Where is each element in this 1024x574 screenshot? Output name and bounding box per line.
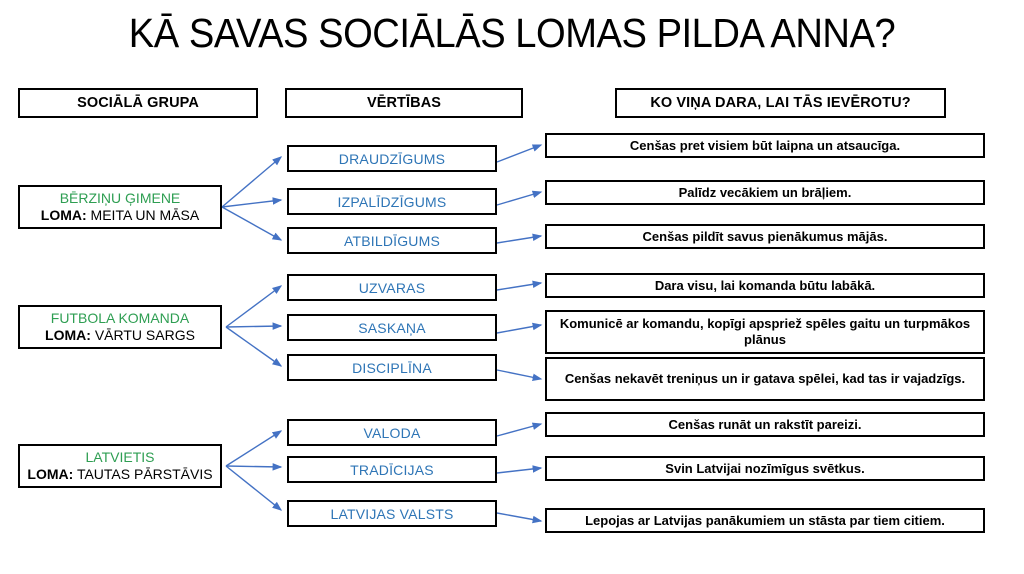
action-text-3-3: Lepojas ar Latvijas panākumiem un stāsta…: [585, 512, 945, 528]
action-box-3-1[interactable]: Cenšas runāt un rakstīt pareizi.: [545, 412, 985, 437]
value-label-2-3: DISCIPLĪNA: [352, 359, 432, 376]
value-box-2-1[interactable]: UZVARAS: [287, 274, 497, 301]
value-label-3-2: TRADĪCIJAS: [350, 461, 434, 478]
social-group-name-2: FUTBOLA KOMANDA: [50, 310, 190, 326]
column-header-actions-label: KO VIŅA DARA, LAI TĀS IEVĒROTU?: [650, 95, 911, 111]
value-label-2-1: UZVARAS: [358, 279, 426, 296]
action-text-1-2: Palīdz vecākiem un brāļiem.: [678, 184, 852, 200]
column-header-actions: KO VIŅA DARA, LAI TĀS IEVĒROTU?: [615, 88, 946, 118]
value-box-1-3[interactable]: ATBILDĪGUMS: [287, 227, 497, 254]
role-value-3: TAUTAS PĀRSTĀVIS: [73, 466, 213, 482]
action-box-2-2[interactable]: Komunicē ar komandu, kopīgi apspriež spē…: [545, 310, 985, 354]
role-label-2: LOMA:: [45, 327, 91, 343]
value-box-2-3[interactable]: DISCIPLĪNA: [287, 354, 497, 381]
social-group-role-2: LOMA: VĀRTU SARGS: [45, 327, 195, 344]
action-text-2-3: Cenšas nekavēt treniņus un ir gatava spē…: [564, 371, 966, 386]
value-box-1-1[interactable]: DRAUDZĪGUMS: [287, 145, 497, 172]
column-header-values: VĒRTĪBAS: [285, 88, 523, 118]
social-group-name-1: BĒRZIŅU ĢIMENE: [59, 190, 181, 206]
value-label-1-2: IZPALĪDZĪGUMS: [337, 193, 447, 210]
role-value-2: VĀRTU SARGS: [90, 327, 195, 343]
action-text-2-2: Komunicē ar komandu, kopīgi apspriež spē…: [559, 316, 971, 347]
social-group-role-1: LOMA: MEITA UN MĀSA: [41, 207, 199, 224]
role-value-1: MEITA UN MĀSA: [86, 207, 200, 223]
social-group-box-3[interactable]: LATVIETIS LOMA: TAUTAS PĀRSTĀVIS: [18, 444, 222, 488]
action-text-1-1: Cenšas pret visiem būt laipna un atsaucī…: [629, 137, 901, 153]
page-title: KĀ SAVAS SOCIĀLĀS LOMAS PILDA ANNA?: [128, 10, 896, 56]
column-header-social-group-label: SOCIĀLĀ GRUPA: [77, 95, 199, 111]
value-label-2-2: SASKAŅA: [358, 319, 426, 336]
social-group-box-2[interactable]: FUTBOLA KOMANDA LOMA: VĀRTU SARGS: [18, 305, 222, 349]
column-header-values-label: VĒRTĪBAS: [366, 95, 442, 111]
action-text-3-2: Svin Latvijai nozīmīgus svētkus.: [665, 460, 865, 476]
action-box-3-2[interactable]: Svin Latvijai nozīmīgus svētkus.: [545, 456, 985, 481]
social-group-box-1[interactable]: BĒRZIŅU ĢIMENE LOMA: MEITA UN MĀSA: [18, 185, 222, 229]
action-box-2-1[interactable]: Dara visu, lai komanda būtu labākā.: [545, 273, 985, 298]
action-box-1-1[interactable]: Cenšas pret visiem būt laipna un atsaucī…: [545, 133, 985, 158]
action-box-1-2[interactable]: Palīdz vecākiem un brāļiem.: [545, 180, 985, 205]
value-label-1-1: DRAUDZĪGUMS: [338, 150, 446, 167]
value-box-2-2[interactable]: SASKAŅA: [287, 314, 497, 341]
value-box-3-2[interactable]: TRADĪCIJAS: [287, 456, 497, 483]
value-label-1-3: ATBILDĪGUMS: [343, 232, 441, 249]
role-label-1: LOMA:: [40, 207, 87, 223]
action-box-2-3[interactable]: Cenšas nekavēt treniņus un ir gatava spē…: [545, 357, 985, 401]
action-text-1-3: Cenšas pildīt savus pienākumus mājās.: [642, 228, 888, 244]
action-text-3-1: Cenšas runāt un rakstīt pareizi.: [668, 416, 862, 432]
value-box-3-3[interactable]: LATVIJAS VALSTS: [287, 500, 497, 527]
action-text-2-1: Dara visu, lai komanda būtu labākā.: [654, 277, 876, 293]
role-label-3: LOMA:: [27, 466, 74, 482]
value-box-3-1[interactable]: VALODA: [287, 419, 497, 446]
action-box-1-3[interactable]: Cenšas pildīt savus pienākumus mājās.: [545, 224, 985, 249]
action-box-3-3[interactable]: Lepojas ar Latvijas panākumiem un stāsta…: [545, 508, 985, 533]
column-header-social-group: SOCIĀLĀ GRUPA: [18, 88, 258, 118]
social-group-role-3: LOMA: TAUTAS PĀRSTĀVIS: [27, 466, 212, 483]
value-label-3-1: VALODA: [363, 424, 421, 441]
social-group-name-3: LATVIETIS: [85, 449, 155, 465]
value-box-1-2[interactable]: IZPALĪDZĪGUMS: [287, 188, 497, 215]
value-label-3-3: LATVIJAS VALSTS: [330, 505, 454, 522]
